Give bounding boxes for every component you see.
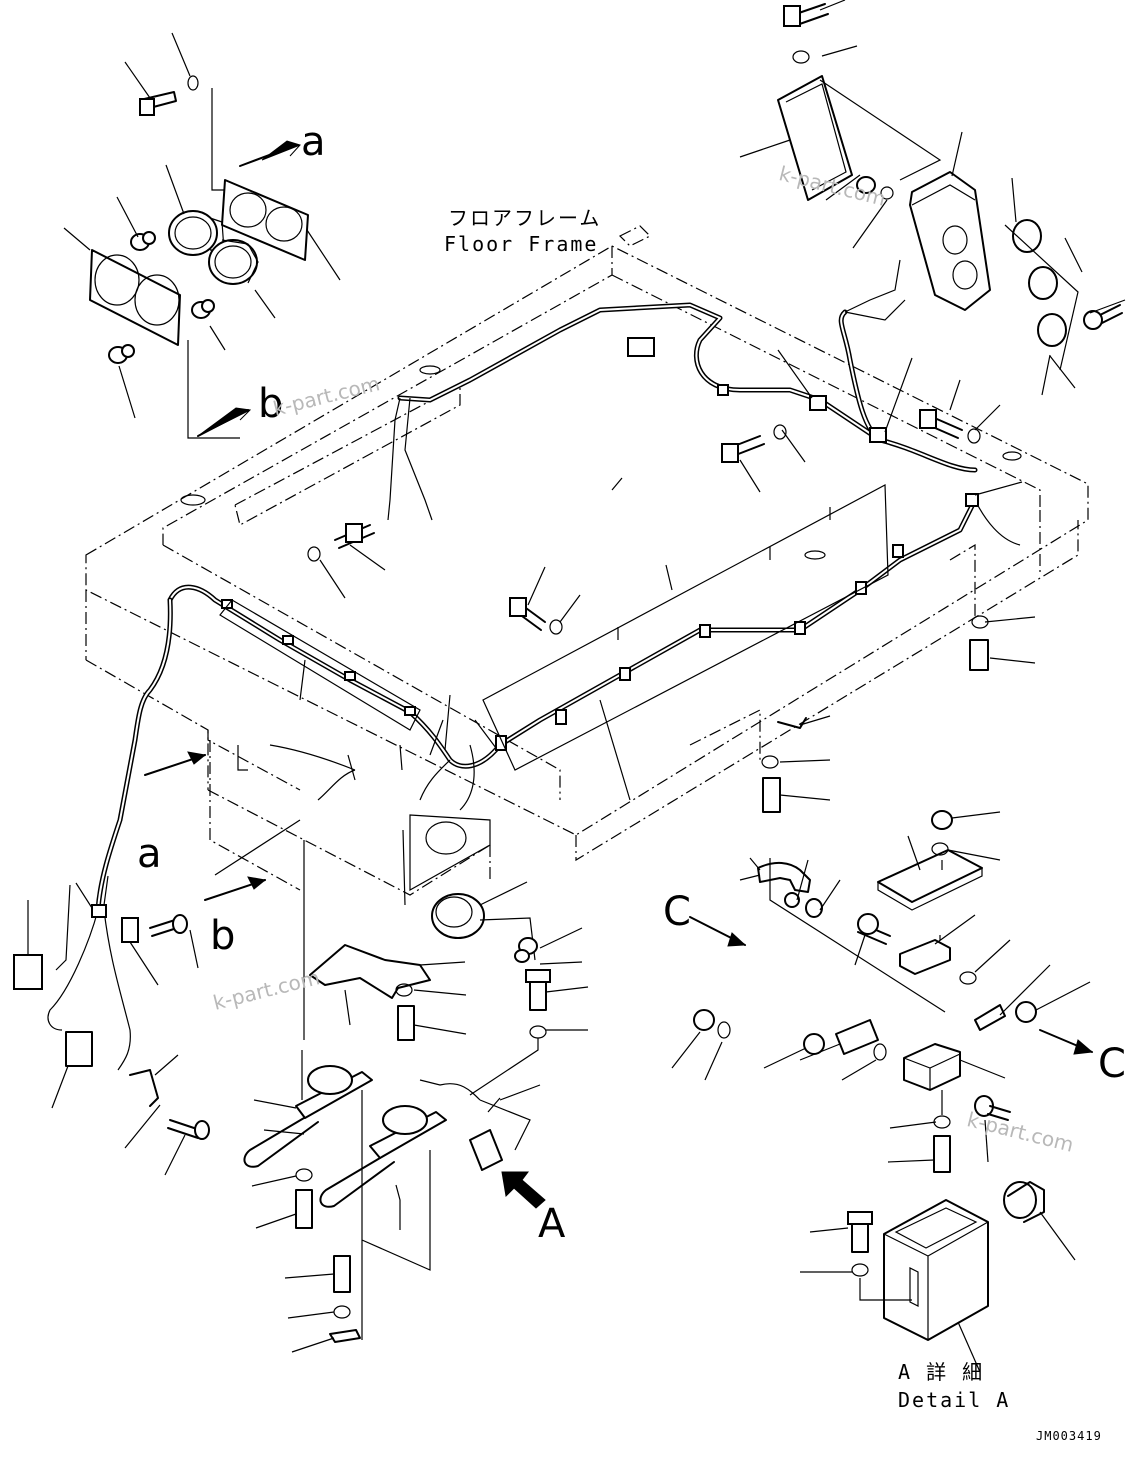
floor-frame-outline: [85, 225, 1089, 896]
harness-leaders: [299, 349, 1023, 906]
floor-frame-japanese-label: フロアフレーム: [448, 206, 602, 230]
view-a-label: A: [538, 1201, 566, 1247]
center-bracket-group: [309, 814, 589, 1096]
detail-a-japanese-label: A 詳 細: [898, 1360, 985, 1384]
arrow-b-top-label: b: [258, 381, 284, 427]
hardware-center: [307, 379, 1036, 813]
detail-a-english-label: Detail A: [898, 1388, 1011, 1412]
floor-frame-english-label: Floor Frame: [444, 232, 599, 256]
bracket-gauge-group: [739, 0, 1126, 396]
floor-frame-holes: [180, 365, 1022, 560]
arrow-c-left-label: C: [663, 889, 691, 935]
arrow-c-right-label: C: [1098, 1041, 1126, 1087]
gauge-panel-group: [63, 32, 341, 439]
horn-relay-group: [13, 840, 541, 1353]
arrow-b-left-label: b: [210, 913, 236, 959]
arrow-a-top-label: a: [301, 119, 326, 165]
wire-harness: [47, 259, 1021, 1071]
detail-c-group: [671, 810, 1091, 1173]
detail-a-group: [800, 1181, 1076, 1373]
left-harness-parts: [75, 745, 301, 918]
drawing-code: JM003419: [1036, 1429, 1102, 1443]
view-arrows: [144, 751, 1094, 1209]
arrow-a-left-label: a: [137, 831, 162, 877]
